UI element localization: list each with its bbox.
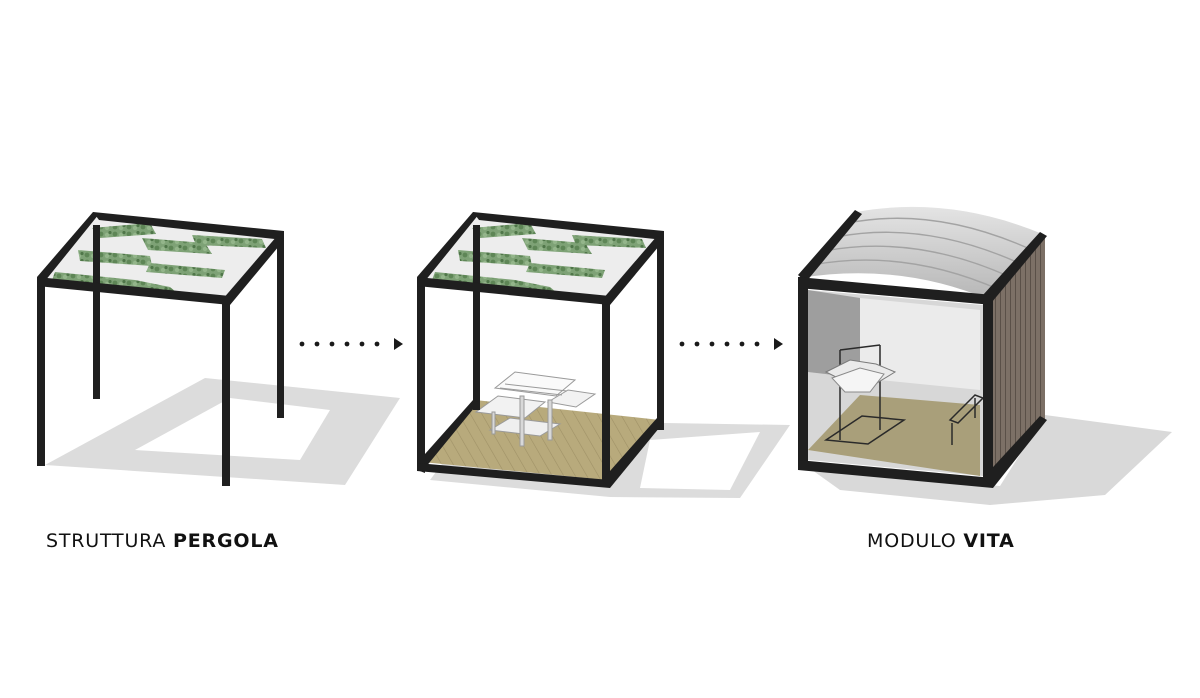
caption-text: STRUTTURA (46, 530, 167, 552)
connector-arrow-2 (679, 338, 783, 350)
curved-roof (800, 206, 1045, 300)
pergola-with-furniture (417, 212, 790, 498)
caption-bold-text: VITA (963, 530, 1015, 552)
picnic-table (474, 371, 597, 447)
connector-arrow-1 (299, 338, 403, 350)
shadow (812, 415, 1172, 505)
caption-vita-module: MODULO VITA (867, 530, 1015, 552)
caption-pergola-structure: STRUTTURA PERGOLA (46, 530, 279, 552)
steel-frame (417, 212, 664, 488)
steel-frame (37, 212, 284, 486)
shadow-inner (640, 432, 760, 490)
wood-slat-wall (990, 235, 1045, 486)
steel-frame (798, 210, 1047, 488)
wooden-deck (422, 400, 660, 480)
caption-text: MODULO (867, 530, 957, 552)
pergola-structure (37, 212, 400, 486)
clothes-rack (823, 344, 907, 445)
glass-front (808, 290, 983, 476)
caption-bold-text: PERGOLA (173, 530, 279, 552)
vita-module (798, 206, 1172, 505)
